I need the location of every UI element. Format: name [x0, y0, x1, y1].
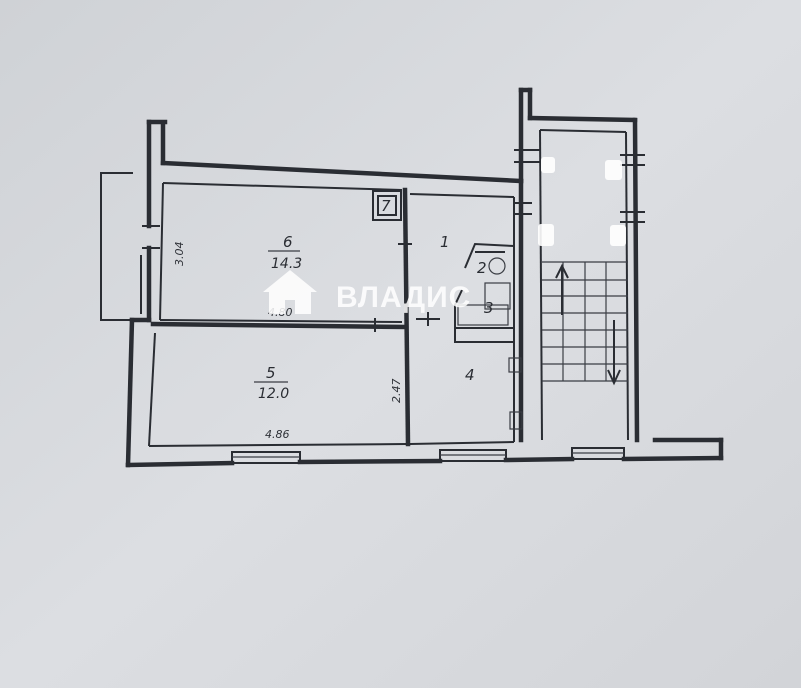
- interior-walls: [140, 182, 523, 447]
- house-icon: [263, 270, 317, 314]
- dimension-room6-height: 3.04: [173, 242, 186, 267]
- watermark: ВЛАДИС: [263, 270, 471, 314]
- windows: [231, 447, 625, 464]
- stairwell: [514, 87, 645, 443]
- room-5-area: 12.0: [258, 386, 289, 402]
- dimension-room5-height: 2.47: [390, 379, 403, 404]
- watermark-text: ВЛАДИС: [336, 281, 471, 314]
- balcony: [100, 172, 133, 321]
- dimension-labels: 3.04 4.80 4.86 2.47: [173, 242, 403, 442]
- room-2-number: 2: [477, 259, 487, 277]
- room-5-number: 5: [266, 364, 276, 382]
- room-labels: 6 14.3 5 12.0 1 2 3 4 7: [254, 197, 494, 402]
- outer-walls: [125, 119, 724, 468]
- room-7-number: 7: [381, 197, 391, 215]
- dimension-room5-width: 4.86: [265, 428, 290, 441]
- room-6-area: 14.3: [271, 256, 302, 272]
- room-1-number: 1: [440, 233, 450, 251]
- room-3-number: 3: [484, 299, 494, 317]
- room-6-number: 6: [283, 233, 293, 251]
- room-4-number: 4: [465, 366, 475, 384]
